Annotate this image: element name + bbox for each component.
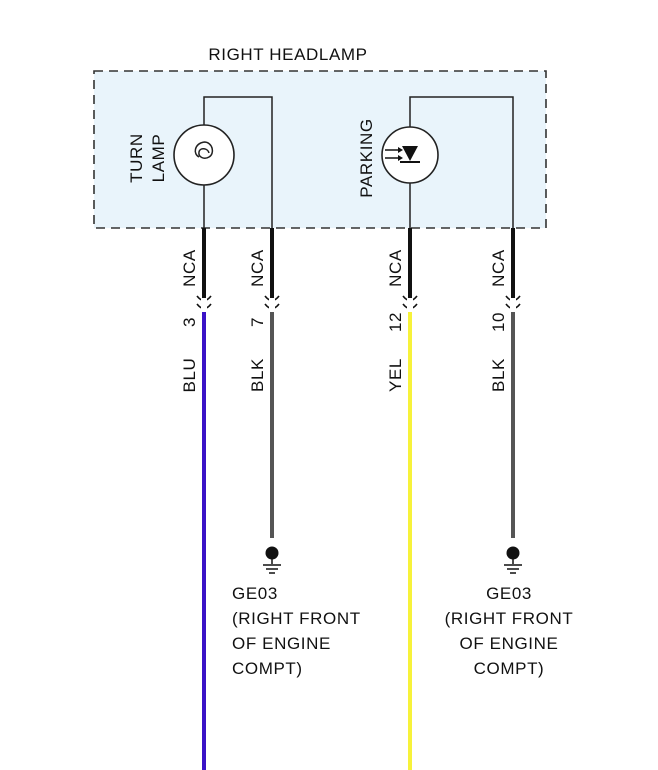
ground-location-line1: (RIGHT FRONT [232, 609, 361, 628]
ground-location-line3: COMPT) [232, 659, 303, 678]
wire-color-label: BLK [248, 358, 267, 392]
bulb-icon [173, 124, 235, 186]
turn-lamp-label-line1: TURN [127, 133, 146, 183]
ground-icon [263, 546, 281, 574]
ground-id: GE03 [486, 584, 532, 603]
pin-number: 12 [386, 312, 405, 332]
component-title: RIGHT HEADLAMP [208, 45, 367, 64]
connector-gap [269, 298, 275, 312]
connector-label: NCA [248, 249, 267, 287]
wire-color-label: BLK [489, 358, 508, 392]
connector-gap [407, 298, 413, 312]
led-icon [381, 126, 439, 184]
ground-location-line3: COMPT) [474, 659, 545, 678]
wire-color-label: BLU [180, 358, 199, 393]
pin-number: 7 [248, 317, 267, 327]
connector-label: NCA [489, 249, 508, 287]
ground-2: GE03 (RIGHT FRONT OF ENGINE COMPT) [445, 546, 574, 678]
grounds-group: GE03 (RIGHT FRONT OF ENGINE COMPT) GE03 (RIGH… [232, 546, 574, 678]
pin-number: 3 [180, 317, 199, 327]
connector-gap [201, 298, 207, 312]
connector-label: NCA [180, 249, 199, 287]
ground-id: GE03 [232, 584, 278, 603]
ground-1: GE03 (RIGHT FRONT OF ENGINE COMPT) [232, 546, 361, 678]
ground-location-line1: (RIGHT FRONT [445, 609, 574, 628]
parking-label: PARKING [357, 118, 376, 197]
ground-location-line2: OF ENGINE [232, 634, 331, 653]
wire-color-label: YEL [386, 358, 405, 392]
pin-number: 10 [489, 312, 508, 332]
ground-icon [504, 546, 522, 574]
turn-lamp-label-line2: LAMP [149, 134, 168, 183]
connector-label: NCA [386, 249, 405, 287]
ground-location-line2: OF ENGINE [460, 634, 559, 653]
connector-gap [510, 298, 516, 312]
